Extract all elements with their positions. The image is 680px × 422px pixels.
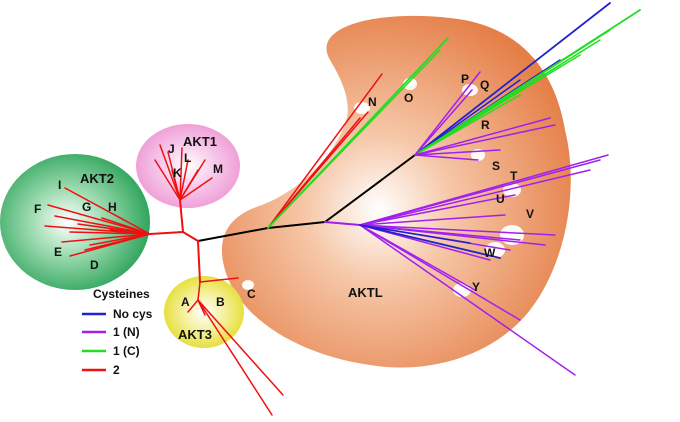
tree-branch xyxy=(179,147,183,201)
tree-branch xyxy=(197,240,201,283)
legend-item-no-cys: No cys xyxy=(82,307,153,321)
tree-branch xyxy=(359,224,521,241)
tree-branch xyxy=(179,177,213,201)
tree-branch xyxy=(324,154,416,223)
tree-branch xyxy=(199,277,239,283)
group-label-aktl: AKTL xyxy=(348,285,383,300)
group-label-akt3: AKT3 xyxy=(178,327,212,342)
clade-label-h: H xyxy=(108,200,117,214)
clade-label-r: R xyxy=(481,118,490,132)
clade-label-j: J xyxy=(168,142,175,156)
tree-branch xyxy=(414,149,501,156)
tree-branch xyxy=(109,229,151,235)
tree-branch xyxy=(54,215,151,235)
tree-branch xyxy=(324,221,361,226)
legend-label-1c: 1 (C) xyxy=(113,344,140,358)
tree-branch xyxy=(149,231,184,235)
legend-label-1n: 1 (N) xyxy=(113,325,140,339)
tree-branch xyxy=(69,233,151,257)
tree-branch xyxy=(197,227,269,242)
tree-branch xyxy=(414,154,479,161)
clade-label-f: F xyxy=(34,202,41,216)
clade-label-i: I xyxy=(58,178,61,192)
clade-label-e: E xyxy=(54,245,62,259)
tree-branch xyxy=(64,187,151,235)
clade-label-g: G xyxy=(82,200,91,214)
tree-branch xyxy=(414,89,473,156)
tree-branch xyxy=(267,221,326,229)
tree-branch xyxy=(414,2,611,156)
tree-branch xyxy=(179,199,184,233)
tree-branch xyxy=(47,204,151,235)
tree-branch xyxy=(359,159,601,226)
tree-branch xyxy=(159,144,181,201)
group-label-akt1: AKT1 xyxy=(183,134,217,149)
clade-label-v: V xyxy=(526,207,534,221)
clade-label-d: D xyxy=(90,258,99,272)
tree-branch xyxy=(359,214,506,226)
tree-branch xyxy=(61,233,151,243)
tree-branch xyxy=(197,299,273,416)
tree-branch xyxy=(414,71,481,156)
tree-branch xyxy=(359,224,476,291)
tree-branch xyxy=(414,117,551,156)
tree-branch xyxy=(182,231,199,242)
tree-branch xyxy=(179,159,189,201)
akt1-region xyxy=(136,124,240,208)
clade-label-w: W xyxy=(484,246,496,260)
clade-label-c: C xyxy=(247,287,256,301)
tree-branch xyxy=(197,281,201,301)
tree-branch xyxy=(359,224,556,236)
tree-branch xyxy=(359,224,576,376)
tree-branch xyxy=(414,94,521,156)
clade-label-a: A xyxy=(181,295,190,309)
tree-branch xyxy=(267,49,441,229)
legend-item-1n: 1 (N) xyxy=(82,325,140,339)
aktl-region xyxy=(221,15,571,368)
clade-label-t: T xyxy=(510,169,518,183)
tree-branch xyxy=(187,299,199,313)
clade-label-m: M xyxy=(213,162,223,176)
tree-branch xyxy=(267,117,361,229)
tree-branch xyxy=(414,64,561,156)
legend-title: Cysteines xyxy=(93,287,150,301)
group-label-akt2: AKT2 xyxy=(80,171,114,186)
clade-label-u: U xyxy=(496,192,505,206)
clade-label-k: K xyxy=(173,166,182,180)
tree-branch xyxy=(171,169,181,201)
clade-label-y: Y xyxy=(472,280,480,294)
tree-branch xyxy=(359,169,591,226)
tree-branch xyxy=(414,79,521,156)
clade-label-s: S xyxy=(492,159,500,173)
tree-branch xyxy=(359,224,501,259)
tree-branch xyxy=(414,124,556,156)
legend-item-1c: 1 (C) xyxy=(82,344,140,358)
legend-label-no-cys: No cys xyxy=(113,307,153,321)
clade-label-n: N xyxy=(368,95,377,109)
tree-branch xyxy=(197,299,284,396)
clade-label-b: B xyxy=(216,295,225,309)
clade-highlights xyxy=(242,78,524,297)
clade-label-o: O xyxy=(404,91,413,105)
tree-branch xyxy=(89,233,151,246)
clade-label-p: P xyxy=(461,72,469,86)
tree-branches xyxy=(44,2,641,416)
tree-branch xyxy=(154,159,181,201)
legend-label-2: 2 xyxy=(113,363,120,377)
tree-branch xyxy=(359,224,471,244)
tree-branch xyxy=(267,73,383,229)
legend-item-2: 2 xyxy=(82,363,120,377)
clade-label-l: L xyxy=(184,151,191,165)
legend: Cysteines No cys 1 (N) 1 (C) 2 xyxy=(82,287,153,377)
tree-branch xyxy=(179,169,199,201)
clade-label-q: Q xyxy=(480,78,489,92)
tree-branch xyxy=(359,194,516,226)
akt2-region xyxy=(0,154,150,290)
